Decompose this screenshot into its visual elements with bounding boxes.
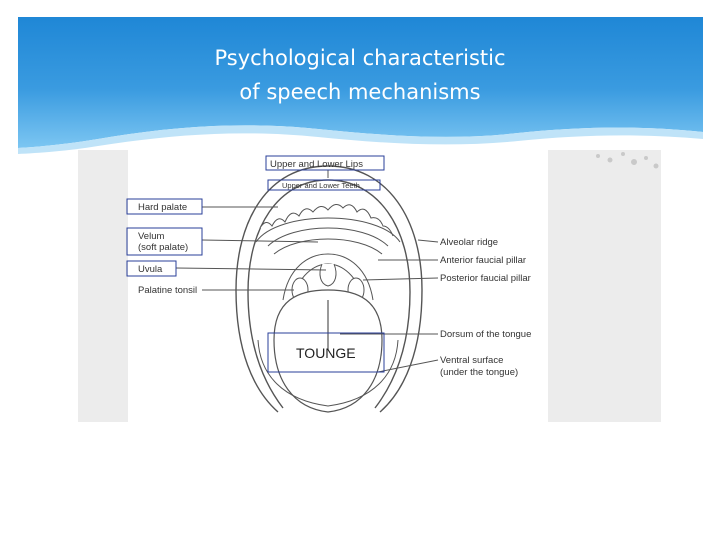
velum-label-box <box>126 227 203 256</box>
leader-lines-right <box>340 239 439 373</box>
label-lips: Upper and Lower Lips <box>270 159 363 170</box>
palate <box>267 227 389 255</box>
header-background <box>18 17 703 154</box>
slide-title-line-2: of speech mechanisms <box>239 80 481 104</box>
label-posterior-pillar: Posterior faucial pillar <box>440 273 531 284</box>
label-boxes <box>126 155 385 373</box>
slide-title-line-1: Psychological characteristic <box>214 46 506 70</box>
leader-lines-left <box>175 206 327 291</box>
slide-header <box>18 17 703 157</box>
lower-teeth <box>257 339 399 407</box>
label-soft-palate: (soft palate) <box>138 242 188 253</box>
tongue-label-box <box>267 332 385 373</box>
hard-palate-label-box <box>126 198 203 215</box>
decorative-specks <box>596 152 659 169</box>
label-velum: Velum <box>138 231 164 242</box>
lips-label-box <box>265 155 385 171</box>
label-palatine-tonsil: Palatine tonsil <box>138 285 197 296</box>
tongue <box>273 289 383 413</box>
label-alveolar-ridge: Alveolar ridge <box>440 237 498 248</box>
label-teeth: Upper and Lower Teeth <box>282 181 360 190</box>
label-tongue: TOUNGE <box>296 345 356 361</box>
oral-cavity-diagram: Upper and Lower Lips Upper and Lower Tee… <box>126 152 659 413</box>
label-ventral-surface: Ventral surface <box>440 355 503 366</box>
uvula-label-box <box>126 260 177 277</box>
teeth-label-box <box>267 179 381 191</box>
label-uvula: Uvula <box>138 264 163 275</box>
label-hard-palate: Hard palate <box>138 202 187 213</box>
upper-teeth <box>255 204 401 243</box>
label-anterior-pillar: Anterior faucial pillar <box>440 255 526 266</box>
label-under-tongue: (under the tongue) <box>440 367 518 378</box>
label-dorsum: Dorsum of the tongue <box>440 329 531 340</box>
